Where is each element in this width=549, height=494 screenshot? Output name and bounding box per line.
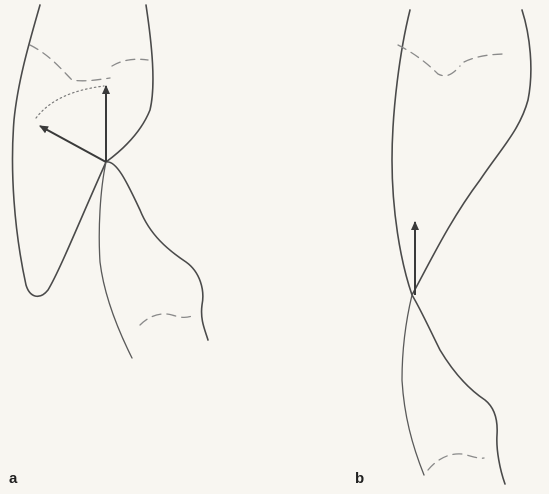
- panel-a-lower-segment-left: [99, 162, 132, 358]
- panel-a-dashed-contour-1: [30, 45, 110, 81]
- panel-b-dashed-contour-1: [398, 45, 460, 76]
- panel-b-dashed-contour-2: [464, 54, 506, 62]
- panel-a-label: a: [9, 470, 17, 487]
- panel-a-dashed-contour-2: [112, 59, 148, 66]
- panel-b-dashed-contour-3: [428, 454, 484, 470]
- panel-a: [13, 5, 209, 358]
- panel-a-upper-segment: [13, 5, 153, 296]
- panel-a-lower-segment: [106, 162, 208, 340]
- panel-b-lower-segment-right: [412, 295, 505, 484]
- panel-a-diagonal-arrow: [40, 126, 106, 162]
- panel-b: [392, 10, 531, 484]
- panel-b-upper-segment: [392, 10, 531, 295]
- panel-a-dotted-arc: [36, 86, 104, 118]
- panel-b-label: b: [355, 470, 364, 487]
- panel-b-lower-segment-left: [402, 295, 424, 475]
- panel-a-dashed-contour-3: [140, 314, 192, 325]
